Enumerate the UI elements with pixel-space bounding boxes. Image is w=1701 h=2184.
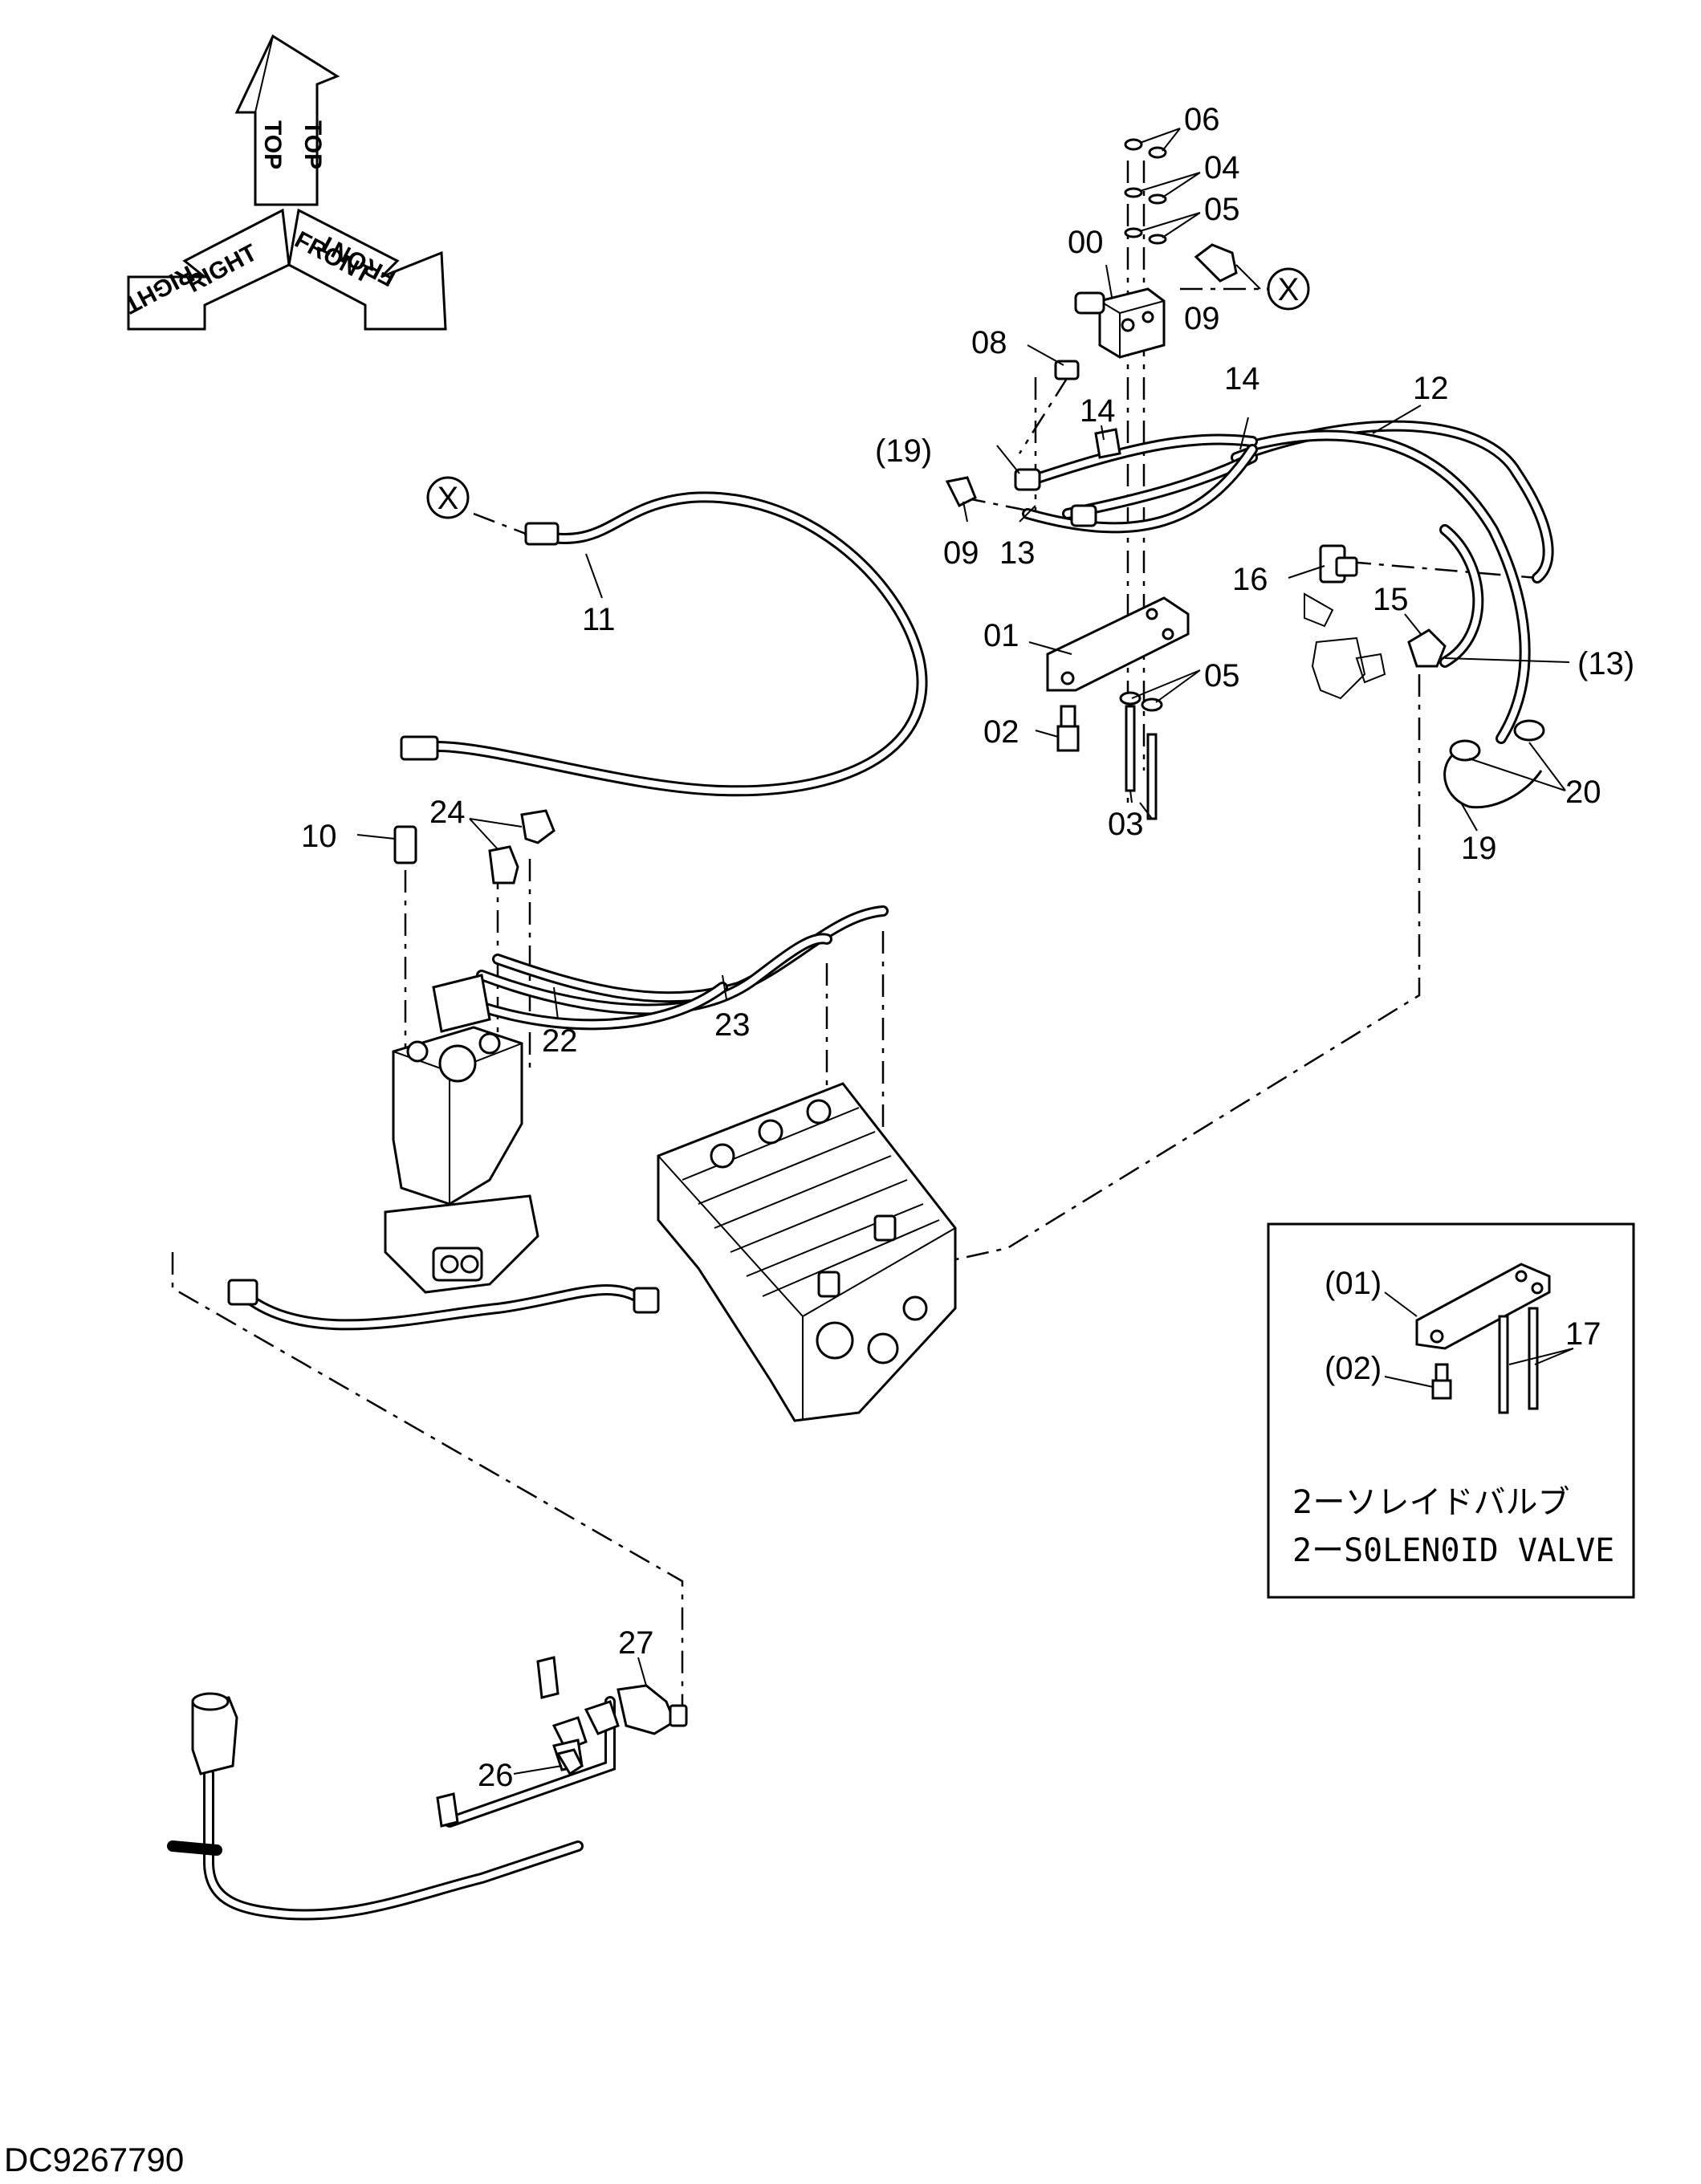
inset-panel: (01) (02) 17 2ーソレイドバルブ 2ーS0LEN0ID VALVE <box>1267 1222 1635 1599</box>
elbow-15 <box>1407 628 1447 668</box>
hose-14 <box>1022 433 1258 519</box>
top-label: TOP <box>259 120 286 169</box>
inset-callout-17: 17 <box>1565 1316 1601 1352</box>
hose-lower <box>227 1279 660 1331</box>
callout-00: 00 <box>1068 225 1104 260</box>
callout-13-paren: (13) <box>1577 646 1634 681</box>
hose-19-clamps-20 <box>1443 719 1545 809</box>
inset-caption-japanese: 2ーソレイドバルブ <box>1292 1484 1569 1521</box>
x-marker-circle-right <box>1267 267 1310 311</box>
pressure-switch-16 <box>1304 544 1386 700</box>
hose-13 <box>1022 444 1484 668</box>
x-marker-left: X <box>437 481 459 516</box>
solenoid-valve-00 <box>1074 138 1238 359</box>
fittings-10-24 <box>393 809 555 885</box>
callout-26: 26 <box>478 1758 514 1793</box>
hose-12 <box>1231 420 1554 744</box>
top-label-mirror: TOP <box>299 120 326 169</box>
callout-22: 22 <box>542 1023 578 1059</box>
callout-14-right: 14 <box>1224 361 1260 397</box>
pipe-assembly <box>167 1656 688 1921</box>
x-marker-right: X <box>1278 272 1300 307</box>
right-label-upper: RIGHT <box>120 260 198 319</box>
callout-27: 27 <box>618 1625 654 1661</box>
callout-05-bracket: 05 <box>1204 658 1240 693</box>
drawing-code: DC9267790 <box>4 2141 184 2178</box>
callout-labels: 06 04 05 00 08 09 14 14 12 (19) 09 13 16… <box>301 102 1634 1793</box>
callout-01: 01 <box>983 618 1019 653</box>
callout-08: 08 <box>971 325 1007 360</box>
callout-05-top: 05 <box>1204 192 1240 227</box>
callout-24: 24 <box>429 795 466 830</box>
callout-09-left: 09 <box>943 535 979 571</box>
swing-motor <box>384 974 539 1294</box>
callout-19-paren: (19) <box>875 433 932 469</box>
callout-23: 23 <box>714 1007 751 1043</box>
callout-11: 11 <box>582 602 616 637</box>
x-marker-circle-left <box>426 476 470 519</box>
callout-06: 06 <box>1184 102 1220 137</box>
callout-14-left: 14 <box>1080 393 1116 429</box>
control-valve <box>657 1082 957 1422</box>
bracket-01 <box>1046 596 1190 820</box>
callout-20: 20 <box>1565 775 1601 810</box>
callout-04: 04 <box>1204 150 1240 185</box>
hose-11 <box>400 491 928 797</box>
callout-02: 02 <box>983 714 1019 750</box>
callout-12: 12 <box>1413 371 1449 406</box>
orientation-indicator: TOP TOP RIGHT RIGHT FRONT FRONT <box>120 34 447 331</box>
inset-caption-english: 2ーS0LEN0ID VALVE <box>1292 1532 1614 1569</box>
callout-09-right: 09 <box>1184 301 1220 336</box>
fittings-08-09-13 <box>945 360 1121 527</box>
inset-callout-01: (01) <box>1325 1266 1382 1301</box>
callout-13: 13 <box>999 535 1036 571</box>
inset-callout-02: (02) <box>1325 1351 1382 1386</box>
callout-03: 03 <box>1108 807 1144 842</box>
callout-19: 19 <box>1461 831 1497 866</box>
reference-x-markers: X X <box>426 267 1310 519</box>
right-label: RIGHT <box>183 239 262 298</box>
callout-16: 16 <box>1232 562 1268 597</box>
hose-22-23 <box>444 905 889 1031</box>
callout-15: 15 <box>1373 582 1409 617</box>
callout-leaders <box>356 128 1570 1775</box>
callout-10: 10 <box>301 819 337 854</box>
